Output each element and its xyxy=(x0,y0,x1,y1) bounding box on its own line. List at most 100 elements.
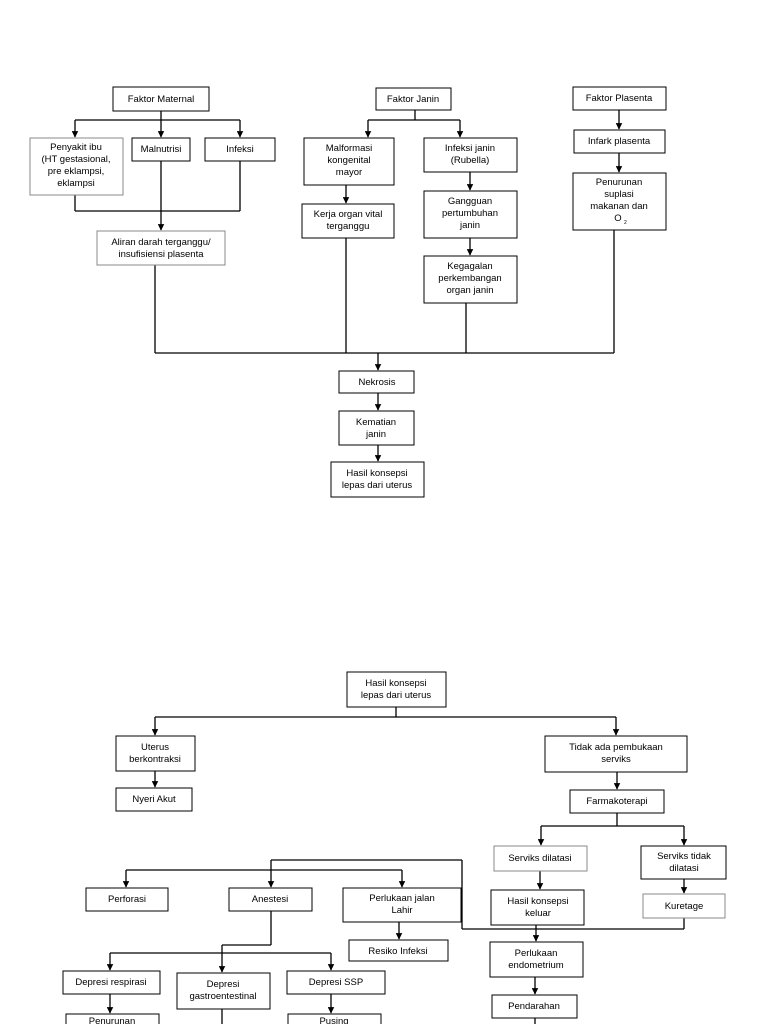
resiko-infeksi-label: Resiko Infeksi xyxy=(368,946,427,957)
penyakit-ibu-line-1: Penyakit ibu xyxy=(50,142,102,153)
anestesi-label: Anestesi xyxy=(252,894,288,905)
box-depresi-ssp: Depresi SSP xyxy=(286,970,386,995)
connectors-1 xyxy=(71,110,623,462)
gangguan-line-3: janin xyxy=(459,220,480,231)
box-penurunan: Penurunan xyxy=(65,1013,160,1024)
box-gangguan: Gangguan pertumbuhan janin xyxy=(423,190,518,239)
box-farmakoterapi: Farmakoterapi xyxy=(569,789,665,814)
malformasi-line-3: mayor xyxy=(336,167,362,178)
box-kuretage: Kuretage xyxy=(642,893,726,919)
box-depresi-respirasi: Depresi respirasi xyxy=(62,970,161,995)
kematian-line-2: janin xyxy=(365,429,386,440)
perlukaan-jalan-line-1: Perlukaan jalan xyxy=(369,893,435,904)
box-aliran-darah: Aliran darah terganggu/ insufisiensi pla… xyxy=(96,230,226,266)
penyakit-ibu-line-4: eklampsi xyxy=(57,178,95,189)
depresi-ssp-label: Depresi SSP xyxy=(309,977,363,988)
box-kematian-janin: Kematian janin xyxy=(338,410,415,446)
penurunan-label: Penurunan xyxy=(89,1016,135,1024)
malformasi-line-2: kongenital xyxy=(327,155,370,166)
box-malnutrisi: Malnutrisi xyxy=(131,137,191,162)
infeksi-janin-line-2: (Rubella) xyxy=(451,155,490,166)
box-faktor-janin: Faktor Janin xyxy=(375,87,452,111)
box-infeksi-janin: Infeksi janin (Rubella) xyxy=(423,137,518,173)
nekrosis-label: Nekrosis xyxy=(359,377,396,388)
pendarahan-label: Pendarahan xyxy=(508,1001,560,1012)
farmakoterapi-label: Farmakoterapi xyxy=(586,796,647,807)
box-perforasi: Perforasi xyxy=(85,887,169,912)
box-pusing: Pusing xyxy=(287,1013,382,1024)
penyakit-ibu-line-3: pre eklampsi, xyxy=(48,166,105,177)
diagram-2: Hasil konsepsi lepas dari uterus Uterus … xyxy=(62,671,727,1024)
perlukaan-endo-line-2: endometrium xyxy=(508,960,564,971)
malformasi-line-1: Malformasi xyxy=(326,143,372,154)
tidak-ada-line-1: Tidak ada pembukaan xyxy=(569,742,663,753)
gangguan-line-1: Gangguan xyxy=(448,196,492,207)
depresi-resp-label: Depresi respirasi xyxy=(75,977,146,988)
box-hasil-lepas-1: Hasil konsepsi lepas dari uterus xyxy=(330,461,425,498)
perlukaan-jalan-line-2: Lahir xyxy=(391,905,412,916)
box-penyakit-ibu: Penyakit ibu (HT gestasional, pre eklamp… xyxy=(29,137,124,196)
penyakit-ibu-line-2: (HT gestasional, xyxy=(42,154,111,165)
box-pendarahan: Pendarahan xyxy=(491,994,578,1019)
box-kegagalan: Kegagalan perkembangan organ janin xyxy=(423,255,518,304)
hasil-lepas-1-line-1: Hasil konsepsi xyxy=(346,468,407,479)
nyeri-label: Nyeri Akut xyxy=(132,794,176,805)
tidak-ada-line-2: serviks xyxy=(601,754,631,765)
oxygen-subscript: 2 xyxy=(624,220,627,226)
box-resiko-infeksi: Resiko Infeksi xyxy=(348,939,449,962)
box-nekrosis: Nekrosis xyxy=(338,370,415,394)
box-serviks-dilatasi: Serviks dilatasi xyxy=(493,845,588,872)
depresi-gastro-line-2: gastroentestinal xyxy=(189,991,256,1002)
penurunan-suplai-line-2: suplasi xyxy=(604,189,634,200)
connectors-2 xyxy=(106,707,688,1024)
depresi-gastro-line-1: Depresi xyxy=(207,979,240,990)
kegagalan-line-1: Kegagalan xyxy=(447,261,492,272)
box-tidak-ada-pembukaan: Tidak ada pembukaan serviks xyxy=(544,735,688,773)
uterus-line-2: berkontraksi xyxy=(129,754,181,765)
box-serviks-tidak: Serviks tidak dilatasi xyxy=(640,845,727,880)
box-perlukaan-endometrium: Perlukaan endometrium xyxy=(489,941,584,978)
aliran-darah-line-1: Aliran darah terganggu/ xyxy=(111,237,211,248)
box-hasil-keluar: Hasil konsepsi keluar xyxy=(490,889,585,926)
infeksi-label: Infeksi xyxy=(226,144,253,155)
serviks-dilatasi-label: Serviks dilatasi xyxy=(508,853,571,864)
penurunan-suplai-line-1: Penurunan xyxy=(596,177,642,188)
infark-label: Infark plasenta xyxy=(588,136,651,147)
box-anestesi: Anestesi xyxy=(228,887,313,912)
box-uterus: Uterus berkontraksi xyxy=(115,735,196,772)
box-nyeri-akut: Nyeri Akut xyxy=(115,787,193,812)
hasil-keluar-line-1: Hasil konsepsi xyxy=(507,896,568,907)
uterus-line-1: Uterus xyxy=(141,742,169,753)
box-faktor-plasenta: Faktor Plasenta xyxy=(572,86,667,111)
box-hasil-lepas-2: Hasil konsepsi lepas dari uterus xyxy=(346,671,447,708)
infeksi-janin-line-1: Infeksi janin xyxy=(445,143,495,154)
serviks-tidak-line-1: Serviks tidak xyxy=(657,851,711,862)
kuretage-label: Kuretage xyxy=(665,901,704,912)
box-infeksi: Infeksi xyxy=(204,137,276,162)
hasil-lepas-2-line-2: lepas dari uterus xyxy=(361,690,431,701)
kematian-line-1: Kematian xyxy=(356,417,396,428)
faktor-plasenta-label: Faktor Plasenta xyxy=(586,93,653,104)
malnutrisi-label: Malnutrisi xyxy=(141,144,182,155)
box-perlukaan-jalan-lahir: Perlukaan jalan Lahir xyxy=(342,887,462,923)
serviks-tidak-line-2: dilatasi xyxy=(669,863,699,874)
penurunan-suplai-line-3: makanan dan xyxy=(590,201,648,212)
kegagalan-line-3: organ janin xyxy=(446,285,493,296)
diagram-1: Faktor Maternal Faktor Janin Faktor Plas… xyxy=(29,86,667,498)
gangguan-line-2: pertumbuhan xyxy=(442,208,498,219)
box-kerja-organ: Kerja organ vital terganggu xyxy=(301,203,395,239)
perforasi-label: Perforasi xyxy=(108,894,146,905)
box-malformasi: Malformasi kongenital mayor xyxy=(303,137,395,186)
pusing-label: Pusing xyxy=(319,1016,348,1024)
perlukaan-endo-line-1: Perlukaan xyxy=(515,948,558,959)
faktor-maternal-label: Faktor Maternal xyxy=(128,94,195,105)
kegagalan-line-2: perkembangan xyxy=(438,273,501,284)
box-faktor-maternal: Faktor Maternal xyxy=(112,86,210,112)
hasil-lepas-2-line-1: Hasil konsepsi xyxy=(365,678,426,689)
box-infark-plasenta: Infark plasenta xyxy=(573,129,666,154)
box-depresi-gastro: Depresi gastroentestinal xyxy=(176,972,271,1010)
aliran-darah-line-2: insufisiensi plasenta xyxy=(118,249,204,260)
penurunan-suplai-line-4: O xyxy=(614,213,621,224)
hasil-keluar-line-2: keluar xyxy=(525,908,551,919)
